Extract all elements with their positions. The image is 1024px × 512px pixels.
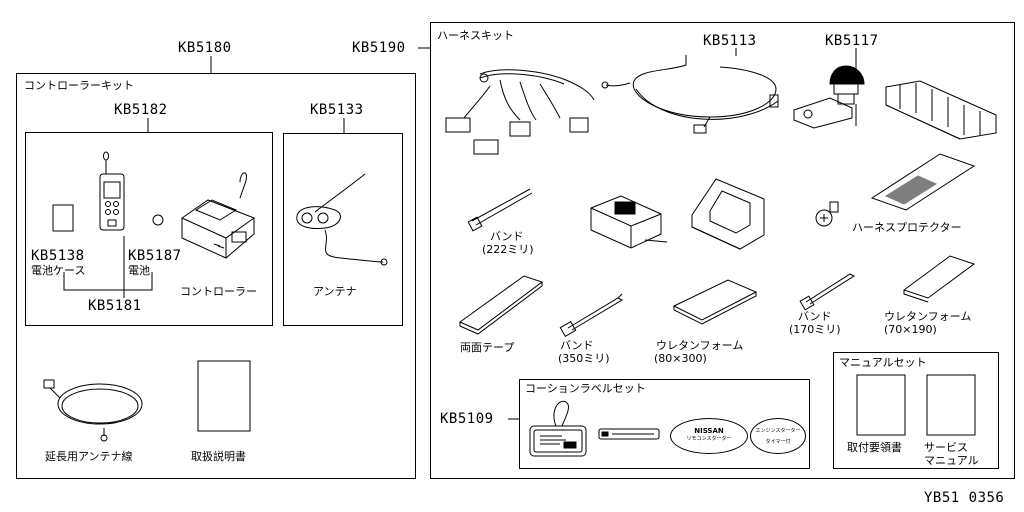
band-350-size: (350ミリ) — [558, 352, 610, 365]
controller-kit-frame — [16, 73, 416, 479]
band-222-size: (222ミリ) — [482, 243, 534, 256]
manual-set-frame — [833, 352, 999, 469]
remote-transmitter-drawing — [99, 151, 125, 231]
code-kb5138: KB5138 — [31, 248, 85, 264]
operation-manual-drawing — [197, 360, 251, 432]
urethane-70-drawing — [902, 255, 976, 303]
double-tape-drawing — [459, 275, 544, 335]
urethane-70-label: ウレタンフォーム — [884, 310, 972, 323]
band-350-drawing — [559, 293, 624, 338]
hang-tag-drawing — [529, 400, 587, 457]
code-kb5187: KB5187 — [128, 248, 182, 264]
service-manual-drawing — [926, 374, 976, 436]
bracket-kb5181-right — [124, 272, 153, 291]
code-kb5181: KB5181 — [88, 298, 142, 314]
code-kb5180: KB5180 — [178, 40, 232, 56]
band-350-label: バンド — [560, 339, 594, 352]
battery-label: 電池 — [128, 264, 150, 277]
harness-kit-frame — [430, 22, 1015, 479]
caution-set-title: コーションラベルセット — [525, 382, 646, 395]
bracket-kb5181-left — [63, 272, 125, 291]
controller-kit-title: コントローラーキット — [24, 79, 134, 92]
band-170-label: バンド — [798, 310, 832, 323]
engine-starter-title-text: エンジンスターター — [755, 428, 801, 434]
nissan-label-sticker: NISSAN リモコンスターター — [670, 418, 748, 454]
harness-kb5113-drawing — [601, 55, 779, 134]
engine-starter-sub-text: タイマー付 — [765, 439, 791, 445]
battery-case-drawing — [52, 204, 74, 232]
caution-label-set-frame — [519, 379, 810, 469]
figure-id: YB51 0356 — [924, 490, 1005, 506]
main-harness-drawing — [445, 69, 595, 155]
controller-unit-drawing — [181, 172, 255, 259]
sensor-bracket-drawing — [793, 65, 865, 129]
code-kb5133: KB5133 — [310, 102, 364, 118]
nissan-sub-text: リモコンスターター — [686, 436, 732, 442]
operation-manual-label: 取扱説明書 — [191, 450, 246, 463]
nissan-brand-text: NISSAN — [694, 427, 724, 435]
antenna-subkit-frame — [283, 133, 403, 326]
harness-kit-title: ハーネスキット — [437, 29, 514, 42]
extension-antenna-drawing — [43, 379, 143, 442]
service-manual-label-1: サービス — [924, 441, 968, 454]
harness-protector-label: ハーネスプロテクター — [852, 221, 962, 234]
connector-box-drawing — [590, 195, 668, 249]
antenna-drawing — [296, 173, 388, 266]
harness-protector-drawing — [870, 153, 976, 211]
antenna-label: アンテナ — [313, 285, 357, 298]
controller-label: コントローラー — [180, 285, 257, 298]
battery-case-label: 電池ケース — [31, 264, 86, 277]
band-222-label: バンド — [490, 230, 524, 243]
battery-drawing — [152, 214, 164, 226]
code-kb5182: KB5182 — [114, 102, 168, 118]
engine-starter-label-sticker: エンジンスターター タイマー付 — [750, 418, 806, 454]
urethane-70-size: (70×190) — [884, 323, 937, 336]
band-222-drawing — [467, 188, 533, 232]
extension-antenna-label: 延長用アンテナ線 — [45, 450, 133, 463]
urethane-80-drawing — [672, 279, 758, 325]
install-guide-drawing — [856, 374, 906, 436]
service-manual-label-2: マニュアル — [924, 454, 979, 467]
code-kb5113: KB5113 — [703, 33, 757, 49]
code-kb5190: KB5190 — [352, 40, 406, 56]
band-170-drawing — [799, 273, 856, 311]
clip-drawing — [815, 201, 839, 227]
urethane-80-size: (80×300) — [654, 352, 707, 365]
code-kb5109: KB5109 — [440, 411, 494, 427]
double-tape-label: 両面テープ — [460, 341, 515, 354]
install-guide-label: 取付要領書 — [847, 441, 902, 454]
small-label-drawing — [598, 428, 660, 440]
bracket-frame-drawing — [691, 178, 765, 250]
urethane-80-label: ウレタンフォーム — [656, 339, 744, 352]
manual-set-title: マニュアルセット — [839, 356, 927, 369]
code-kb5117: KB5117 — [825, 33, 879, 49]
band-170-size: (170ミリ) — [789, 323, 841, 336]
harness-clip-chain-drawing — [885, 80, 997, 140]
controller-subkit-frame — [25, 132, 273, 326]
